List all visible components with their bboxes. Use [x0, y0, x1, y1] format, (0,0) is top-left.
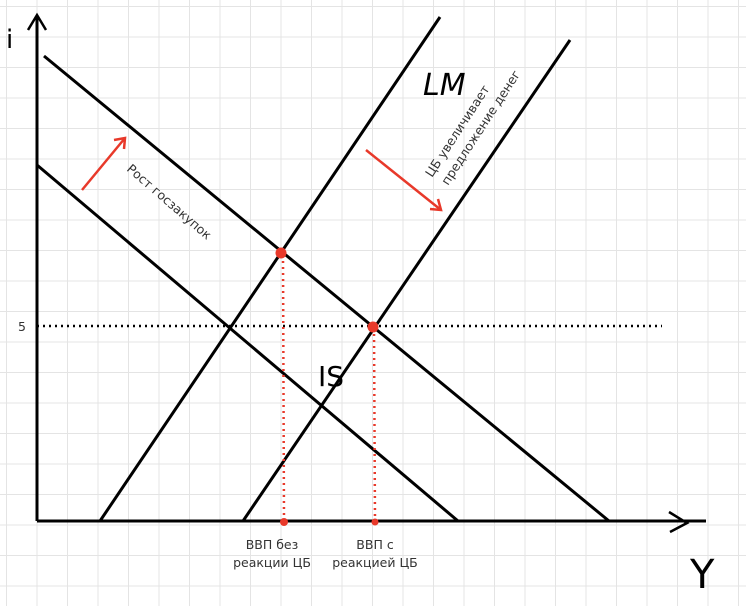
- is-shift-arrow-icon: [81, 136, 127, 191]
- gdp-with-response-dotted-line: [372, 327, 377, 522]
- gov-spending-annotation: Рост госзакупок: [124, 161, 215, 243]
- gdp-marker-with-response: [371, 518, 379, 526]
- equilibrium-point-with-response: [367, 321, 379, 333]
- lm-curve-shifted: [241, 39, 572, 522]
- is-curve-initial: [36, 163, 459, 523]
- gdp-marker-no-response: [280, 518, 288, 526]
- gdp-with-response-label-line1: ВВП с: [356, 537, 394, 552]
- x-axis-label: Y: [689, 552, 715, 598]
- lm-shift-arrow-icon: [365, 149, 443, 212]
- gdp-no-response-label-line2: реакции ЦБ: [233, 555, 311, 570]
- is-label: IS: [318, 360, 344, 393]
- equilibrium-point-no-response: [275, 247, 287, 259]
- gdp-no-response-label-line1: ВВП без: [246, 537, 299, 552]
- gdp-no-response-dotted-line: [281, 254, 286, 522]
- x-axis-arrow-icon: [668, 510, 690, 534]
- y-axis-label: i: [6, 25, 13, 55]
- gdp-with-response-label-line2: реакцией ЦБ: [332, 555, 418, 570]
- lm-curve-initial: [98, 16, 442, 522]
- lm-label: LM: [423, 68, 466, 103]
- is-curve-shifted: [43, 54, 610, 523]
- y-tick-5: 5: [18, 319, 26, 334]
- y-axis-arrow-icon: [26, 12, 48, 31]
